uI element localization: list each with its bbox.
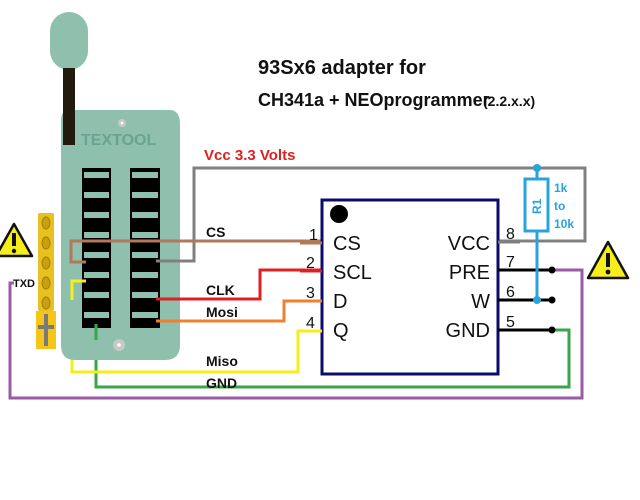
pin-label-scl: SCL [333, 262, 372, 284]
pin-num-2: 2 [306, 255, 315, 272]
socket-slots [84, 172, 158, 318]
title-line-2: CH341a + NEOprogrammer [258, 90, 490, 110]
pin1-marker [330, 205, 348, 223]
socket-lever-knob [50, 12, 88, 70]
socket-slot [132, 312, 158, 318]
socket-label: TEXTOOL [81, 132, 156, 149]
title-version: (2.2.x.x) [483, 93, 535, 109]
socket-slot [132, 232, 158, 238]
socket-slot [132, 292, 158, 298]
socket-slot [84, 252, 109, 258]
pin-label-vcc: VCC [448, 233, 490, 255]
chip-outline [320, 198, 500, 376]
socket-slot [132, 192, 158, 198]
socket-slot [84, 272, 109, 278]
eeprom-chip: 1 2 3 4 CS SCL D Q VCC PRE W GND 8 7 6 5 [300, 198, 556, 376]
mosi-wire [156, 299, 322, 323]
header-pin [41, 236, 51, 250]
header-pin [41, 216, 51, 230]
resistor-value-1: 1k [554, 181, 568, 195]
pin-num-6: 6 [506, 284, 515, 301]
pin-label-gnd: GND [446, 320, 490, 342]
resistor-name: R1 [530, 198, 544, 214]
pin-num-5: 5 [506, 314, 515, 331]
pin-label-pre: PRE [449, 262, 490, 284]
warning-icon [0, 222, 34, 258]
txd-label: TXD [13, 278, 35, 290]
warning-icon [586, 240, 630, 280]
pin-num-4: 4 [306, 315, 315, 332]
pin-num-1: 1 [309, 227, 318, 244]
socket-slot [132, 172, 158, 178]
cs-label: CS [206, 224, 225, 240]
pin-label-q: Q [333, 320, 349, 342]
txd-wire [8, 268, 584, 400]
clk-label: CLK [206, 282, 235, 298]
socket-slot [132, 252, 158, 258]
socket-slot [84, 212, 109, 218]
socket-slot [84, 232, 109, 238]
textool-socket: TEXTOOL [50, 12, 180, 360]
socket-slot [84, 292, 109, 298]
gnd-wire [94, 324, 571, 389]
title-line-1: 93Sx6 adapter for [258, 57, 426, 79]
resistor-value-3: 10k [554, 217, 574, 231]
plus-icon [38, 325, 54, 329]
pin-label-cs: CS [333, 233, 361, 255]
header-pin [41, 296, 51, 310]
clk-wire [156, 268, 322, 301]
pin-num-3: 3 [306, 285, 315, 302]
header-pin [41, 276, 51, 290]
resistor-r1: R1 1k to 10k [523, 164, 574, 304]
socket-slot [132, 212, 158, 218]
vcc-label: Vcc 3.3 Volts [204, 147, 295, 164]
pin-label-d: D [333, 291, 347, 313]
resistor-value-2: to [554, 199, 565, 213]
socket-slot [84, 312, 109, 318]
socket-slot [84, 172, 109, 178]
header-pin [41, 256, 51, 270]
socket-slot [84, 192, 109, 198]
cs-wire [69, 239, 322, 264]
pin-header [36, 213, 56, 349]
mosi-label: Mosi [206, 304, 238, 320]
pin-label-w: W [471, 291, 490, 313]
miso-label: Miso [206, 353, 238, 369]
pin-num-8: 8 [506, 226, 515, 243]
socket-slot [132, 272, 158, 278]
pin-num-7: 7 [506, 254, 515, 271]
gnd-label: GND [206, 375, 237, 391]
